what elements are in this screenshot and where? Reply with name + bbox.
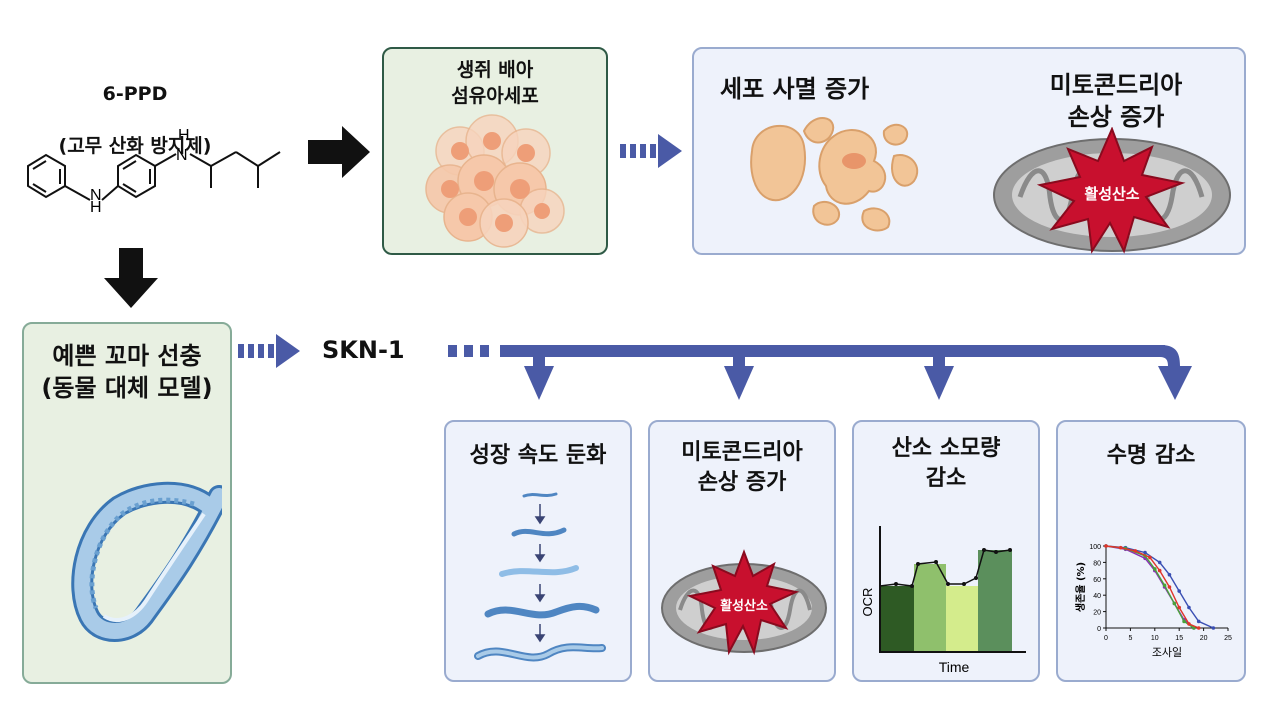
survival-point [1172,601,1177,606]
apoptotic-cell-icon [750,117,919,232]
survival-y-tick-label: 80 [1093,560,1101,567]
survival-y-tick-label: 100 [1089,544,1101,551]
survival-point [1118,545,1123,550]
mitochondrion-small-icon: 활성산소 [661,549,827,656]
mito-damage-label: 미토콘드리아 손상 증가 [1049,71,1183,131]
outcome-lifespan-panel: 수명 감소 0 20 40 60 80 100 0 5 10 15 20 25 조사일 생존율 (%) [1056,420,1246,682]
outcome-growth-panel: 성장 속도 둔화 [444,420,632,682]
worm-growth-icon [474,492,606,662]
survival-x-tick-label: 25 [1224,635,1232,642]
survival-chart: 0 20 40 60 80 100 0 5 10 15 20 25 조사일 생존율 (%) [1074,544,1232,659]
ocr-block-2 [914,564,946,652]
survival-x-tick-label: 10 [1151,635,1159,642]
outcome-ocr-title: 산소 소모량 감소 [891,436,1001,491]
survival-y-tick-label: 40 [1093,593,1101,600]
nh2-atom-n: N [176,147,188,164]
cell-effects-panel: 세포 사멸 증가 미토콘드리아 손상 증가 활성산소 [692,47,1246,255]
c-elegans-icon [71,481,222,642]
compound-description: (고무 산화 방지제) [58,135,212,157]
ocr-block-4 [978,550,1012,652]
ocr-block-3 [946,586,978,652]
survival-point [1167,585,1172,589]
6ppd-structure: H N N H [27,127,281,216]
survival-point [1153,567,1157,571]
survival-point [1177,589,1181,593]
survival-point [1192,626,1196,630]
worm-model-title: 예쁜 꼬마 선충 (동물 대체 모델) [41,342,213,402]
compound-title: 6-PPD (고무 산화 방지제) [20,55,250,159]
apoptosis-label: 세포 사멸 증가 [720,75,870,103]
compound-name: 6-PPD [102,83,168,105]
ocr-chart: OCR Time [860,526,1026,675]
survival-x-tick-label: 20 [1200,635,1208,642]
survival-series-0 [1105,545,1214,629]
survival-point [1148,555,1152,560]
survival-y-tick-label: 20 [1093,610,1101,617]
arrow-right-icon [308,126,370,178]
survival-xlabel: 조사일 [1152,645,1182,659]
survival-point [1196,626,1201,630]
survival-point [1187,622,1191,626]
outcome-mito-title: 미토콘드리아 손상 증가 [681,440,803,495]
survival-point [1162,583,1167,588]
skn1-label: SKN-1 [322,336,405,364]
outcome-growth-title: 성장 속도 둔화 [469,443,607,468]
nh-atom-h: H [90,199,102,216]
cell-model-panel: 생쥐 배아 섬유아세포 [382,47,608,255]
survival-point [1157,568,1162,573]
ocr-block-1 [880,586,914,652]
ocr-ylabel: OCR [860,588,875,617]
pathway-branches [448,345,1192,400]
fibroblast-cells-icon [425,114,565,248]
survival-point [1177,605,1181,610]
survival-x-tick-label: 15 [1175,635,1183,642]
survival-point [1143,550,1147,555]
survival-ylabel: 생존율 (%) [1074,562,1087,612]
outcome-lifespan-title: 수명 감소 [1106,443,1196,468]
outcome-mito-panel: 미토콘드리아 손상 증가 활성산소 [648,420,836,682]
survival-point [1157,560,1162,565]
survival-point [1196,619,1201,624]
nh-atom-n: N [90,187,102,204]
outcome-ocr-panel: 산소 소모량 감소 OCR Time [852,420,1040,682]
mitochondrion-icon: 활성산소 [993,127,1231,254]
survival-point [1167,572,1172,577]
survival-point [1104,544,1108,548]
dotted-arrow-icon [620,134,682,168]
dotted-arrow-skn-icon [238,334,300,368]
survival-point [1211,626,1216,630]
ocr-xlabel: Time [939,659,970,675]
survival-y-tick-label: 0 [1097,626,1101,633]
survival-x-tick-label: 0 [1104,635,1108,642]
survival-point [1133,549,1138,553]
survival-y-tick-label: 60 [1093,577,1101,584]
arrow-down-icon [104,248,158,308]
ros-small-label: 활성산소 [720,598,768,614]
nh2-atom-h: H [178,127,190,144]
cell-model-title: 생쥐 배아 섬유아세포 [451,59,539,107]
worm-model-panel: 예쁜 꼬마 선충 (동물 대체 모델) [22,322,232,684]
survival-point [1187,605,1191,610]
survival-x-tick-label: 5 [1128,635,1132,642]
survival-point [1182,619,1186,624]
ros-label: 활성산소 [1084,185,1139,203]
